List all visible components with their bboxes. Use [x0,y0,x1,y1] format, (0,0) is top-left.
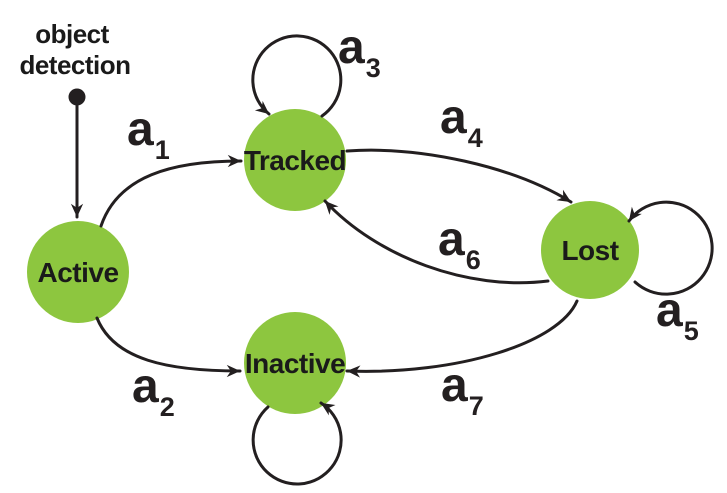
state-circle-tracked [244,109,346,211]
transition-label-a3-sub: 3 [366,53,381,83]
transition-label-a1-base: a [127,103,154,156]
transition-inactive-self-loop [251,401,343,486]
transition-label-a6: a6 [438,213,481,275]
transition-label-a7: a7 [441,359,484,421]
transition-label-a7-sub: 7 [469,391,484,421]
transition-label-a7-base: a [441,359,468,412]
state-label-active: Active [37,257,118,288]
transition-a2-active-to-inactive [95,316,242,378]
transition-label-a1-sub: 1 [155,135,170,165]
start-dot [68,88,86,106]
transition-label-a4: a4 [440,91,483,153]
state-node-lost [541,201,639,299]
state-circle-active [27,221,129,323]
state-node-active [27,221,129,323]
transition-a3-tracked-self-loop [251,34,343,118]
state-node-inactive [244,312,346,414]
transition-a5-lost-self-loop [627,200,714,296]
state-label-tracked: Tracked [244,145,346,176]
transition-a4-tracked-to-lost [345,148,573,204]
start-label-line2: detection [19,50,130,80]
transition-label-a4-sub: 4 [468,123,483,153]
state-circle-lost [541,201,639,299]
state-label-inactive: Inactive [245,348,345,379]
start-label-line1: object [35,19,109,49]
transition-label-a5-sub: 5 [684,316,699,346]
transition-label-a2-base: a [132,360,159,413]
transition-label-a6-base: a [438,213,465,266]
transition-label-a3-base: a [338,21,365,74]
transition-label-a4-base: a [440,91,467,144]
state-circle-inactive [244,312,346,414]
transition-label-a6-sub: 6 [466,245,481,275]
transition-label-a2: a2 [132,360,175,422]
transition-label-a2-sub: 2 [160,392,175,422]
transition-label-a1: a1 [127,103,170,165]
state-node-tracked [244,109,346,211]
state-label-lost: Lost [561,235,618,266]
transition-a1-active-to-tracked [99,154,243,228]
transition-a6-lost-to-tracked [323,199,550,285]
transition-label-a5: a5 [656,284,699,346]
transition-label-a3: a3 [338,21,381,83]
transition-a7-lost-to-inactive [345,299,579,378]
transition-label-a5-base: a [656,284,683,337]
